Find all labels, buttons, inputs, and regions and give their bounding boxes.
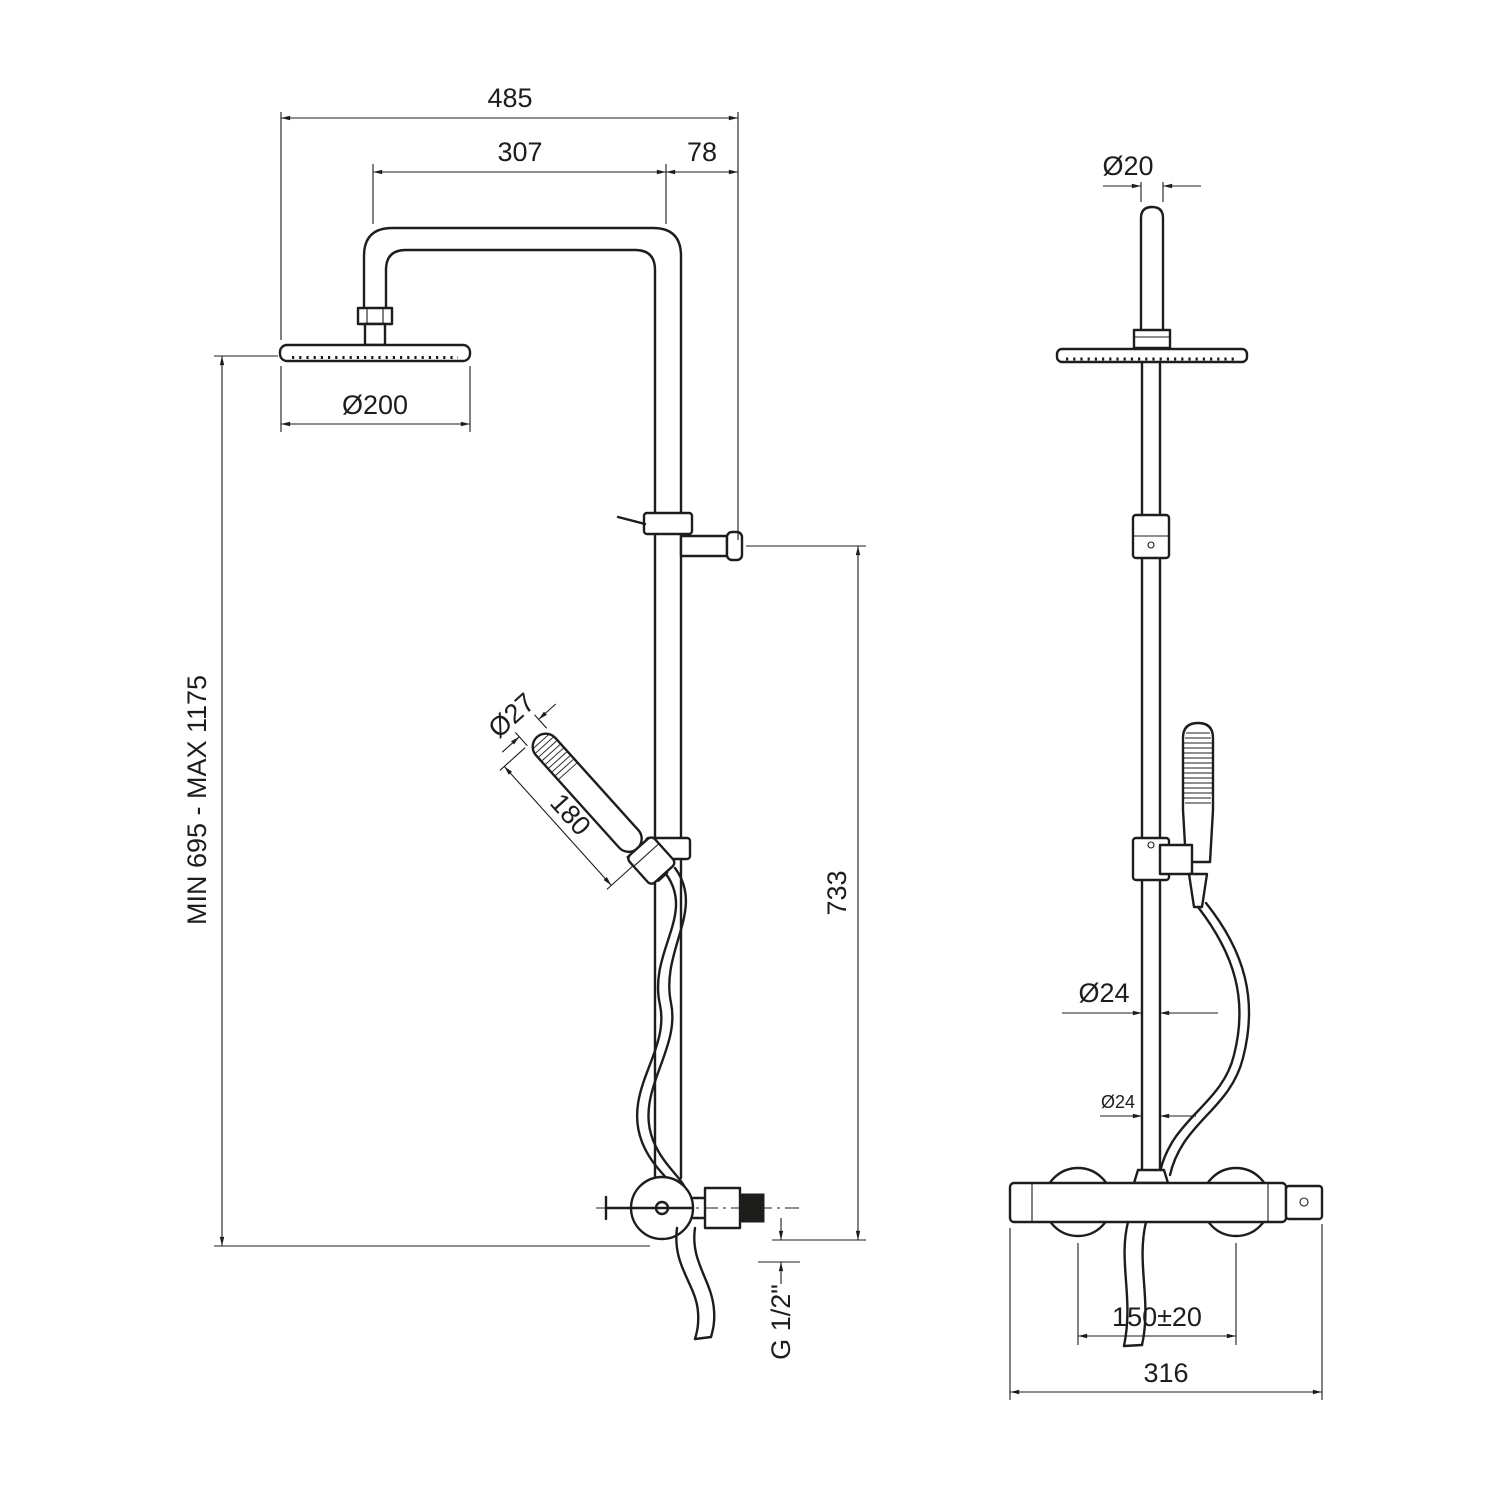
thermostatic-valve (596, 1175, 800, 1241)
rain-shower-head (278, 343, 472, 363)
wall-bracket (616, 511, 744, 562)
dim-307-label: 307 (497, 137, 542, 167)
dim-d20-label: Ø20 (1102, 151, 1153, 181)
riser-side (1131, 360, 1171, 1172)
valve-side (1008, 1166, 1324, 1238)
valve-hoses-side (1122, 1220, 1148, 1348)
dim-d200-label: Ø200 (342, 390, 408, 420)
dim-height-range: MIN 695 - MAX 1175 (182, 355, 650, 1247)
dim-valve-width: 316 (1009, 1224, 1323, 1400)
head-connector (356, 306, 394, 347)
dim-min-max-label: MIN 695 - MAX 1175 (182, 675, 212, 925)
dim-thread: G 1/2" (758, 1218, 800, 1360)
dim-78-label: 78 (687, 137, 717, 167)
valve-outlet-hoses (675, 1226, 716, 1341)
dim-150-label: 150±20 (1112, 1302, 1202, 1332)
dim-g-half-label: G 1/2" (766, 1284, 796, 1360)
shower-hose (635, 866, 688, 1194)
hand-shower-side (1131, 721, 1215, 909)
dim-head-diameter: Ø200 (280, 366, 471, 432)
dim-d24-small-label: Ø24 (1101, 1092, 1135, 1112)
rain-head-side (1055, 347, 1249, 364)
arm-end-on (1132, 205, 1172, 350)
dim-riser-diameter: Ø24 (1062, 978, 1218, 1016)
valve-knob-side (1284, 1184, 1324, 1221)
dim-overall-width: 485 (280, 83, 739, 540)
handshower-holder (627, 836, 692, 885)
front-view: Ø27 180 (182, 83, 866, 1360)
dim-riser-length: 733 (746, 545, 866, 1241)
dim-arm-projection: 307 78 (372, 137, 738, 224)
dim-d24-label: Ø24 (1078, 978, 1129, 1008)
shower-arm-and-riser (362, 226, 683, 1180)
dim-d27-label: Ø27 (483, 687, 541, 743)
side-view: Ø20 Ø24 Ø24 150±20 316 (1008, 151, 1324, 1400)
dim-riser-diameter-lower: Ø24 (1100, 1092, 1196, 1119)
dim-316-label: 316 (1143, 1358, 1188, 1388)
dim-485-label: 485 (487, 83, 532, 113)
dim-inlet-centers: 150±20 (1077, 1243, 1237, 1345)
spray-hatch-side (1184, 732, 1212, 804)
dim-733-label: 733 (822, 870, 852, 915)
hose-side (1158, 901, 1251, 1177)
dim-arm-pipe-diameter: Ø20 (1102, 151, 1201, 202)
